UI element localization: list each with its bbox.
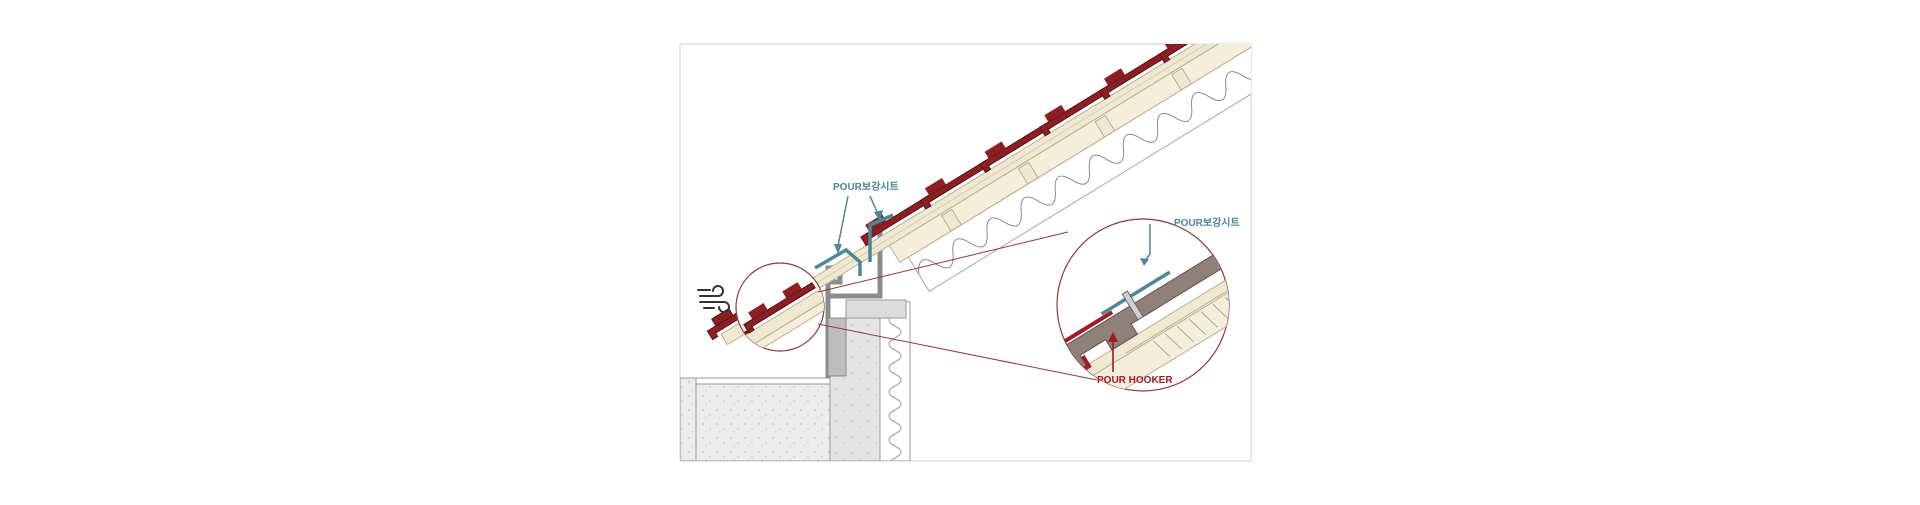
pour-reinforce-sheet (1100, 270, 1171, 316)
detail-hooker-arrow (1108, 332, 1118, 372)
detail-circle-large (1056, 218, 1230, 392)
label-reinforce-sheet-main: POUR보강시트 (833, 180, 899, 193)
roof-insulation (918, 44, 1251, 275)
reinforce-sheet-lower (814, 247, 862, 276)
wind-icon (697, 285, 730, 313)
reinforce-sheet-upper (868, 213, 894, 262)
roof-assembly (720, 44, 1251, 346)
wall-insulation (879, 301, 911, 461)
detail-circle-small (735, 262, 825, 352)
ground-slab (680, 377, 831, 461)
main-label-arrows (837, 195, 879, 247)
parapet-block (845, 299, 907, 319)
zoom-line-bottom (817, 323, 1098, 381)
label-pour-hooker: POUR HOOKER (1097, 375, 1173, 386)
zoom-line-top (817, 231, 1069, 293)
detail-sheet-arrow (1140, 224, 1151, 266)
roof-tiles (706, 44, 1232, 341)
label-reinforce-sheet-detail: POUR보강시트 (1174, 216, 1240, 229)
